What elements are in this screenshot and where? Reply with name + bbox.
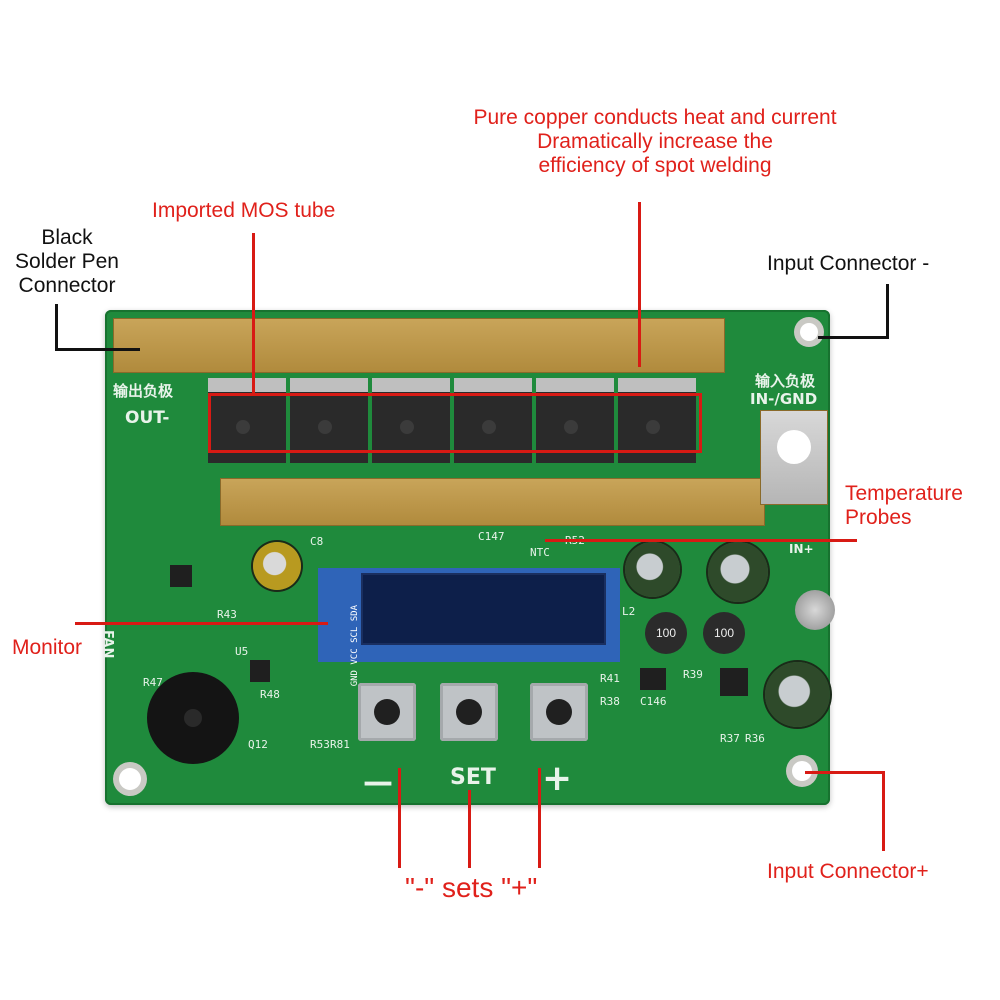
mounting-hole-top-right (800, 323, 818, 341)
input-plus-screw (795, 590, 835, 630)
input-plus-annotation: Input Connector+ (767, 860, 929, 883)
silk-r81: R81 (330, 738, 350, 751)
ic-chip-1 (170, 565, 192, 587)
silk-r41: R41 (600, 672, 620, 685)
inductor-2: 100 (703, 612, 745, 654)
capacitor-1 (625, 542, 680, 597)
minus-button[interactable] (358, 683, 416, 741)
black-pen-pointer-v (55, 304, 58, 350)
temperature-annotation: Temperature Probes (845, 482, 963, 530)
in-minus-en: IN-/GND (750, 390, 818, 408)
plus-button-pointer (538, 768, 541, 868)
black-pen-line-2: Solder Pen (15, 250, 119, 274)
copper-bar-bottom (220, 478, 765, 526)
buzzer (147, 672, 239, 764)
out-minus-en: OUT- (125, 408, 170, 428)
input-plus-pointer-v (882, 771, 885, 851)
monitor-annotation: Monitor (12, 636, 83, 659)
copper-annotation: Pure copper conducts heat and current Dr… (430, 106, 880, 178)
minus-sign: — (363, 765, 393, 800)
copper-pointer (638, 202, 641, 367)
set-button[interactable] (440, 683, 498, 741)
silk-u5: U5 (235, 645, 249, 658)
silk-c8: C8 (310, 535, 324, 548)
copper-line-2: Dramatically increase the (537, 130, 773, 154)
black-pen-pointer-h (55, 348, 140, 351)
copper-bar-top (113, 318, 725, 373)
ic-chip-2 (640, 668, 666, 690)
copper-line-3: efficiency of spot welding (538, 154, 772, 178)
mos-tube-3 (372, 378, 450, 463)
silk-r47: R47 (143, 676, 163, 689)
silk-r53: R53 (310, 738, 330, 751)
silk-r37: R37 (720, 732, 740, 745)
silk-r43: R43 (217, 608, 237, 621)
minus-button-pointer (398, 768, 401, 868)
temperature-pointer (545, 539, 857, 542)
mos-tube-2 (290, 378, 368, 463)
plus-sign: + (542, 758, 573, 799)
input-minus-pointer-v (886, 284, 889, 339)
silk-r38: R38 (600, 695, 620, 708)
inductor-1: 100 (645, 612, 687, 654)
ntc-label: NTC (530, 546, 550, 559)
copper-line-1: Pure copper conducts heat and current (473, 106, 837, 129)
black-pen-line-1: Black (41, 226, 93, 249)
mos-tube-1 (208, 378, 286, 463)
silk-q12: Q12 (248, 738, 268, 751)
mos-annotation: Imported MOS tube (152, 199, 336, 222)
fan-label: FAN (100, 630, 115, 659)
temperature-line-1: Temperature (845, 482, 963, 505)
black-pen-line-3: Connector (18, 274, 116, 298)
pcb-board: 输出负极 OUT- 输入负极 IN-/GND IN+ FAN NTC C147 … (100, 310, 835, 805)
black-pen-annotation: Black Solder Pen Connector (2, 226, 132, 298)
in-minus-cn: 输入负极 (755, 372, 816, 390)
silk-c147: C147 (478, 530, 505, 543)
mos-tube-6 (618, 378, 696, 463)
silk-c146: C146 (640, 695, 667, 708)
input-minus-hole (777, 430, 811, 464)
mos-pointer (252, 233, 255, 393)
input-minus-pointer-h (818, 336, 889, 339)
input-plus-pointer-h (805, 771, 885, 774)
in-plus-label: IN+ (789, 542, 814, 556)
silk-r36: R36 (745, 732, 765, 745)
monitor-pointer (75, 622, 328, 625)
mounting-hole-bottom-right (792, 761, 812, 781)
silk-l2: L2 (622, 605, 636, 618)
capacitor-2 (708, 542, 768, 602)
mounting-hole-bottom-left (119, 768, 141, 790)
set-button-pointer (468, 790, 471, 868)
capacitor-3 (765, 662, 830, 727)
plus-button[interactable] (530, 683, 588, 741)
buttons-caption: "-" sets "+" (405, 872, 538, 903)
regulator-u5 (250, 660, 270, 682)
mos-highlight-box (208, 393, 702, 453)
mos-tube-4 (454, 378, 532, 463)
oled-screen (361, 573, 606, 645)
mos-tube-5 (536, 378, 614, 463)
ic-chip-3 (720, 668, 748, 696)
silk-r48: R48 (260, 688, 280, 701)
out-minus-cn: 输出负极 (113, 382, 174, 400)
silk-r39: R39 (683, 668, 703, 681)
temperature-line-2: Probes (845, 506, 912, 530)
capacitor-c8 (253, 542, 301, 590)
set-label: SET (450, 765, 496, 790)
input-minus-annotation: Input Connector - (767, 252, 930, 275)
